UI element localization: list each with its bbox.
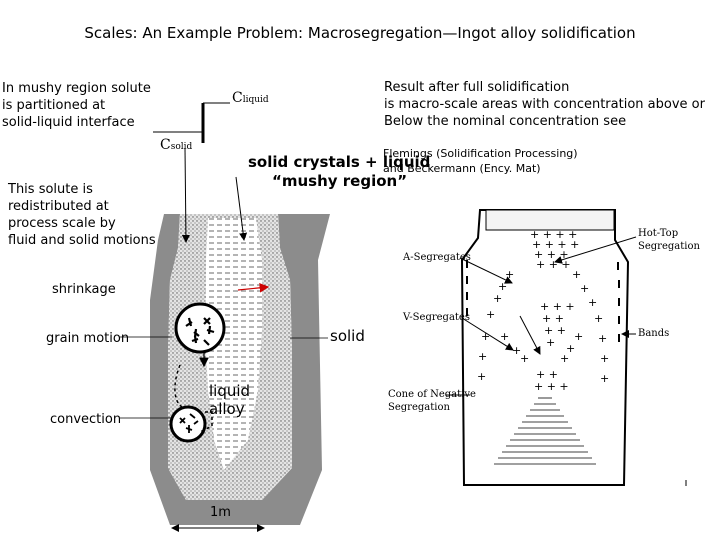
- a-seg-label: A-Segregates: [403, 252, 471, 263]
- c-liquid-label: Cliquid: [232, 90, 269, 106]
- svg-text:+ + +: + + +: [536, 258, 571, 271]
- svg-text:+: +: [600, 352, 609, 365]
- svg-text:+: +: [572, 268, 581, 281]
- negative-cone: [494, 397, 596, 465]
- svg-text:+: +: [580, 282, 589, 295]
- svg-text:+: +: [486, 308, 495, 321]
- liquid-alloy-label: liquid alloy: [209, 382, 251, 418]
- svg-text:+: +: [520, 352, 529, 365]
- svg-text:+: +: [493, 292, 502, 305]
- page-title: Scales: An Example Problem: Macrosegrega…: [84, 24, 636, 42]
- svg-text:+: +: [481, 330, 490, 343]
- svg-text:+ +: + +: [536, 368, 558, 381]
- svg-text:+: +: [500, 330, 509, 343]
- a-seg-arrow: [459, 257, 513, 284]
- shrinkage-label: shrinkage: [52, 282, 116, 297]
- svg-text:+ +: + +: [542, 312, 564, 325]
- mushy-line1: solid crystals + liquid: [248, 153, 431, 171]
- svg-text:+: +: [594, 312, 603, 325]
- svg-text:+: +: [588, 296, 597, 309]
- liquid-core: [205, 218, 262, 470]
- svg-text:+ + + +: + + + +: [530, 228, 577, 241]
- svg-text:+: +: [574, 330, 583, 343]
- svg-text:+ +: + +: [544, 324, 566, 337]
- redistribution-note: This solute is redistributed at process …: [8, 182, 156, 248]
- svg-text:+: +: [560, 352, 569, 365]
- grain-top: [174, 302, 226, 368]
- svg-text:+ + +: + + +: [540, 300, 575, 313]
- partition-note: In mushy region solute is partitioned at…: [2, 81, 151, 130]
- svg-text:+: +: [498, 280, 507, 293]
- hot-top-label: Hot-Top Segregation: [638, 228, 700, 252]
- svg-text:+: +: [477, 370, 486, 383]
- v-seg-arrow-left: [461, 317, 514, 351]
- mushy-line2: “mushy region”: [272, 172, 408, 190]
- svg-text:+: +: [505, 268, 514, 281]
- svg-text:+: +: [478, 350, 487, 363]
- c-solid-label: Csolid: [160, 137, 193, 153]
- solid-label: solid: [330, 327, 365, 345]
- shrinkage-arrow: [237, 283, 270, 293]
- svg-text:+: +: [566, 342, 575, 355]
- cone-label: Cone of Negative Segregation: [388, 389, 476, 413]
- bands-marks: [466, 260, 620, 342]
- c-solid-arrow: [181, 147, 190, 243]
- svg-text:+: +: [512, 344, 521, 357]
- mushy-arrow: [235, 176, 248, 241]
- result-note: Result after full solidification is macr…: [384, 80, 705, 129]
- partition-bar: [153, 102, 230, 143]
- svg-text:+ + + +: + + + +: [532, 238, 579, 251]
- reference-note: Flemings (Solidification Processing) and…: [383, 147, 578, 175]
- svg-text:+: +: [598, 332, 607, 345]
- hot-top-arrow: [554, 236, 637, 264]
- svg-text:+: +: [600, 372, 609, 385]
- ingot-mold: [150, 214, 330, 525]
- grain-bottom: [169, 364, 213, 443]
- convection-label: convection: [50, 412, 122, 427]
- svg-text:+ + +: + + +: [534, 380, 569, 393]
- bands-label: Bands: [638, 328, 670, 339]
- grain-motion-label: grain motion: [46, 331, 130, 346]
- v-seg-arrow-right: [519, 315, 541, 355]
- scale-label: 1m: [210, 505, 231, 520]
- svg-text:+: +: [546, 336, 555, 349]
- v-seg-label: V-Segregates: [403, 312, 470, 323]
